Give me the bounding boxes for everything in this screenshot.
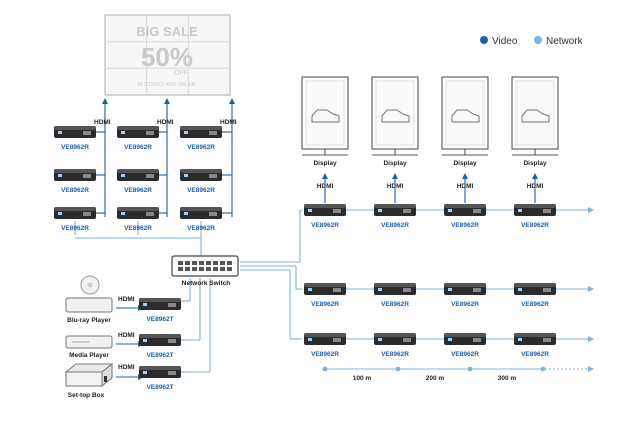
distance-tick-2	[467, 366, 473, 372]
receiver-label: VE8962R	[311, 301, 339, 308]
hdmi-source-label: HDMI	[118, 364, 135, 371]
receiver-top-0	[304, 204, 346, 216]
legend-network-dot	[534, 36, 542, 44]
receiver-label: VE8962R	[61, 187, 89, 194]
receiver-label: VE8962R	[381, 351, 409, 358]
source-label-bluray: Blu-ray Player	[67, 317, 111, 324]
sale-percent: 50%	[141, 42, 193, 72]
receiver-left-0-1	[54, 169, 96, 181]
receiver-label: VE8962R	[451, 222, 479, 229]
receiver-row2-0	[304, 283, 346, 295]
receiver-label: VE8962R	[187, 225, 215, 232]
hdmi-label: HDMI	[157, 119, 174, 126]
receiver-top-1	[374, 204, 416, 216]
receiver-top-3	[514, 204, 556, 216]
distance-label-300: 300 m	[498, 375, 517, 382]
receiver-label: VE8962R	[124, 225, 152, 232]
left-video-wiring	[92, 98, 235, 217]
receiver-label: VE8962R	[61, 144, 89, 151]
switch-ports	[178, 261, 232, 271]
receiver-row2-2	[444, 283, 486, 295]
source-media-player: Media Player	[65, 335, 113, 359]
receiver-row3-1	[374, 333, 416, 345]
receiver-left-0-0	[54, 126, 96, 138]
receiver-label: VE8962R	[381, 301, 409, 308]
receiver-row3-3	[514, 333, 556, 345]
receiver-label: VE8962R	[521, 301, 549, 308]
transmitter-label: VE8962T	[146, 316, 173, 323]
hdmi-source-label: HDMI	[118, 296, 135, 303]
receiver-label: VE8962R	[381, 222, 409, 229]
source-label-settop: Set-top Box	[68, 392, 105, 399]
receiver-label: VE8962R	[187, 187, 215, 194]
receiver-left-2-1	[180, 169, 222, 181]
receiver-label: VE8962R	[311, 222, 339, 229]
source-blu-ray: Blu-ray Player	[65, 275, 113, 324]
sale-off: OFF	[174, 70, 188, 77]
video-wall: BIG SALE 50% OFF IN STORES AND ONLINE	[104, 14, 231, 96]
receiver-label: VE8962R	[451, 351, 479, 358]
receiver-row3-2	[444, 333, 486, 345]
distance-tick-3	[540, 366, 546, 372]
receiver-label: VE8962R	[124, 144, 152, 151]
legend-network-label: Network	[546, 36, 584, 47]
display-label: Display	[383, 160, 407, 167]
receiver-left-2-2	[180, 207, 222, 219]
display-label: Display	[313, 160, 337, 167]
sale-title: BIG SALE	[136, 24, 198, 39]
blu-ray-player-icon	[65, 297, 113, 313]
legend: Video Network	[480, 36, 584, 47]
hdmi-source-label: HDMI	[118, 332, 135, 339]
hdmi-label: HDMI	[94, 119, 111, 126]
receiver-row2-3	[514, 283, 556, 295]
source-set-top-box: Set-top Box	[64, 362, 114, 399]
receiver-label: VE8962R	[187, 144, 215, 151]
distance-tick-1	[395, 366, 401, 372]
legend-video-dot	[480, 36, 488, 44]
transmitter-0	[139, 298, 181, 310]
receiver-row3-0	[304, 333, 346, 345]
receiver-left-1-2	[117, 207, 159, 219]
distance-label-200: 200 m	[426, 375, 445, 382]
receiver-left-2-0	[180, 126, 222, 138]
receiver-left-1-1	[117, 169, 159, 181]
transmitter-label: VE8962T	[146, 352, 173, 359]
legend-video-label: Video	[492, 36, 518, 47]
receiver-label: VE8962R	[311, 351, 339, 358]
network-switch: Network Switch	[171, 255, 239, 287]
distance-tick-0	[322, 366, 328, 372]
receiver-left-1-0	[117, 126, 159, 138]
receiver-left-0-2	[54, 207, 96, 219]
distance-scale: 100 m 200 m 300 m	[322, 366, 594, 382]
shoe-icon	[521, 109, 550, 123]
transmitter-label: VE8962T	[146, 384, 173, 391]
receiver-label: VE8962R	[124, 187, 152, 194]
receiver-label: VE8962R	[521, 222, 549, 229]
receiver-label: VE8962R	[521, 351, 549, 358]
source-label-media: Media Player	[69, 352, 109, 359]
transmitter-1	[139, 334, 181, 346]
receiver-label: VE8962R	[61, 225, 89, 232]
shoe-icon	[381, 109, 410, 123]
receiver-row2-1	[374, 283, 416, 295]
sale-subtitle: IN STORES AND ONLINE	[138, 82, 197, 88]
devices-layer: VE8962R VE8962R VE8962R HDMI VE8962R VE8962R V…	[54, 76, 559, 391]
shoe-icon	[451, 109, 480, 123]
shoe-icon	[311, 109, 340, 123]
transmitter-2	[139, 366, 181, 378]
network-wiring	[74, 207, 594, 373]
switch-label: Network Switch	[182, 280, 230, 287]
distance-label-100: 100 m	[353, 375, 372, 382]
receiver-label: VE8962R	[451, 301, 479, 308]
receiver-top-2	[444, 204, 486, 216]
hdmi-label: HDMI	[220, 119, 237, 126]
display-label: Display	[453, 160, 477, 167]
display-label: Display	[523, 160, 547, 167]
